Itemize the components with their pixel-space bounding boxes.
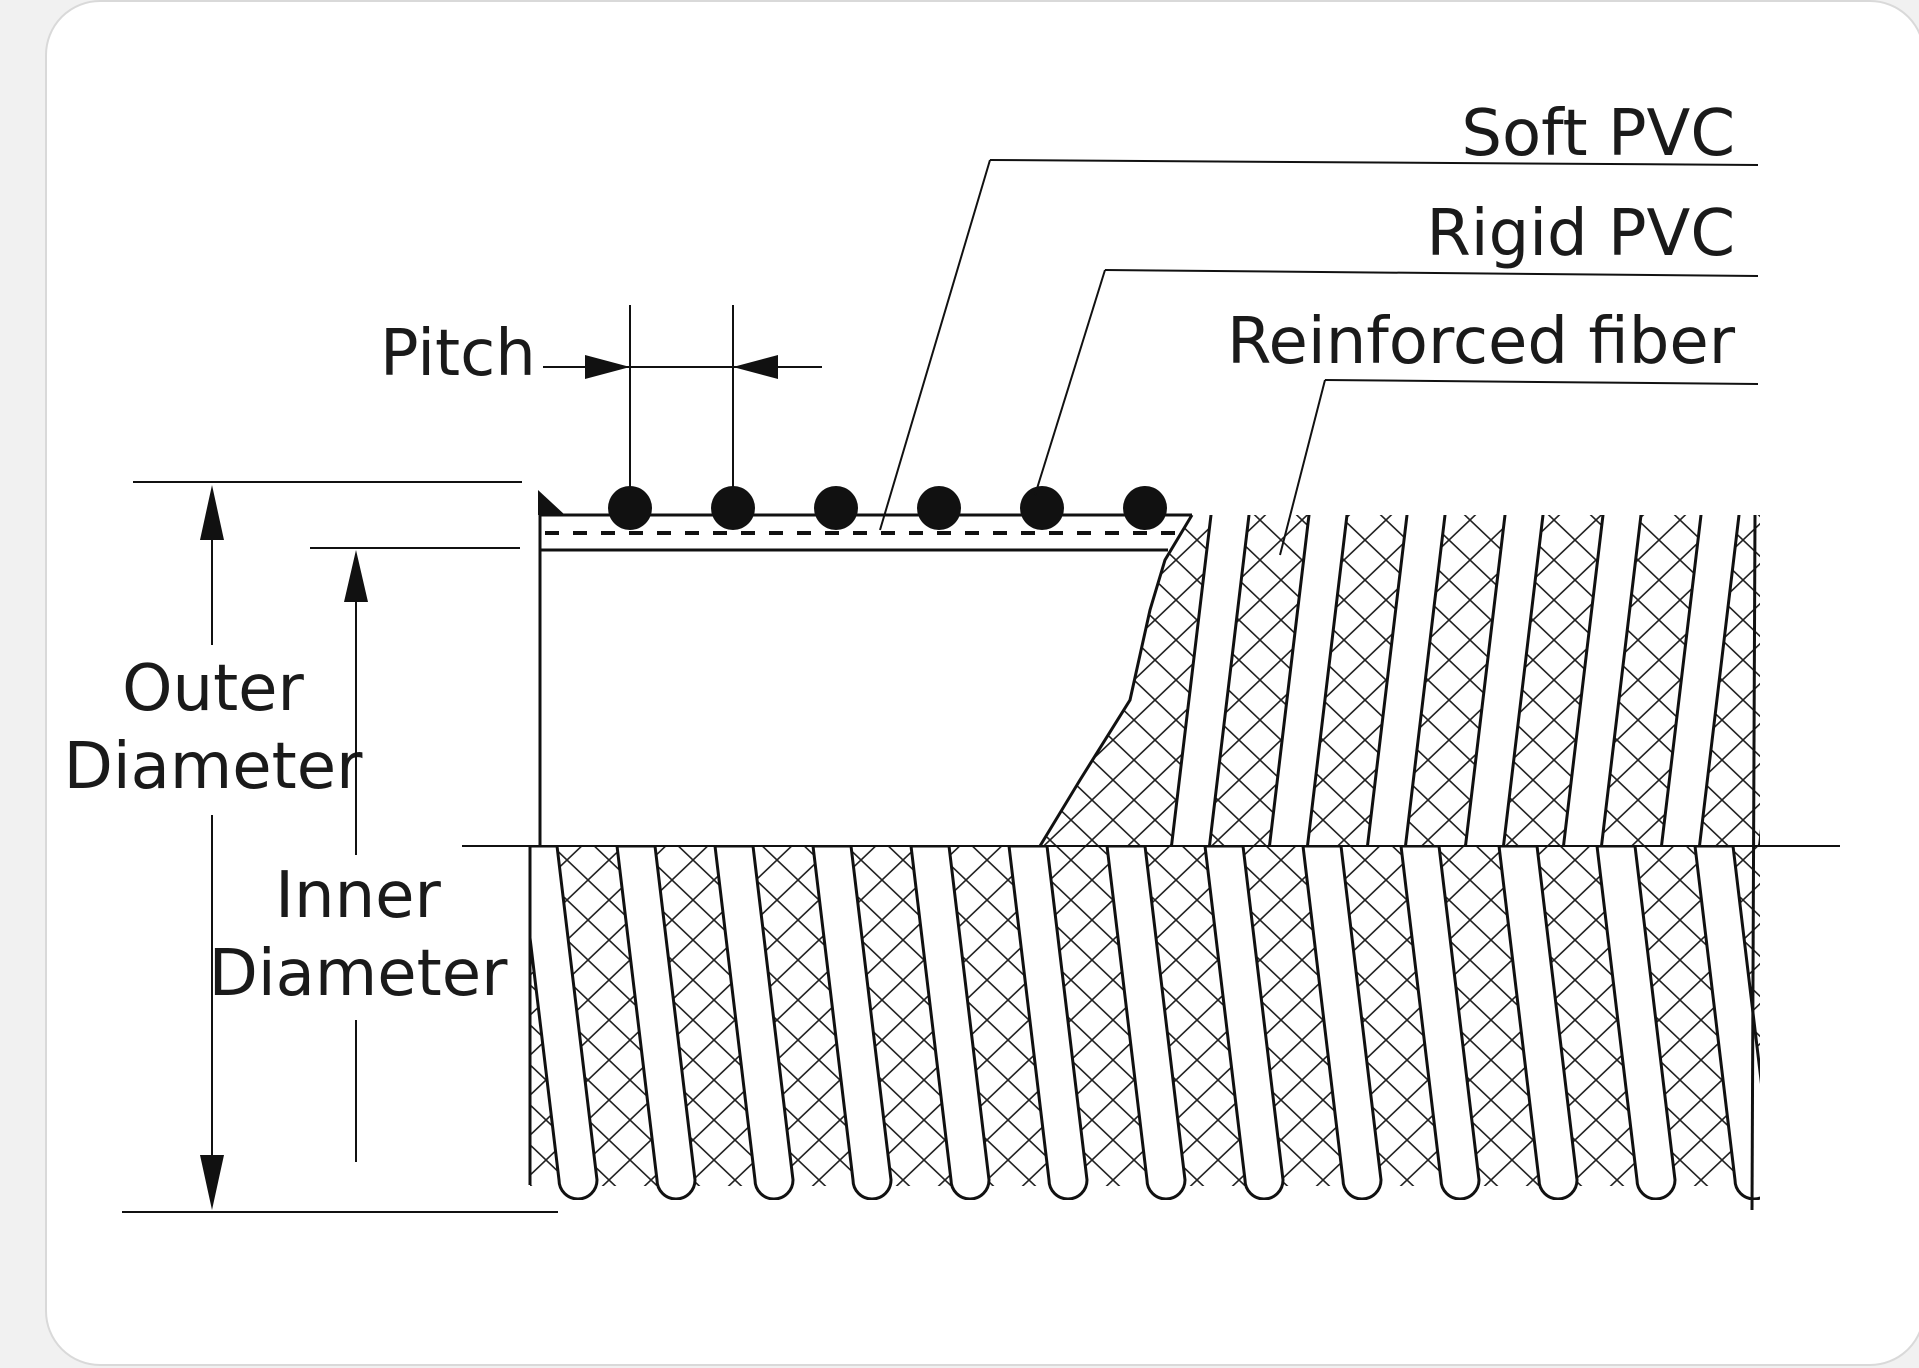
hose-rib: [1857, 496, 1919, 850]
hose-rib: [1365, 515, 1447, 846]
hose-wall-section: [538, 486, 1192, 846]
inner-diameter-dimension: [310, 547, 520, 1162]
hose-rib: [1267, 515, 1349, 846]
hose-rib: [1595, 846, 1677, 1200]
hose-rib: [1203, 846, 1285, 1200]
inner-diameter-label-line1: Inner: [275, 859, 441, 933]
rigid-pvc-bead: [711, 486, 755, 530]
hose-rib: [615, 846, 697, 1200]
hose-rib: [1561, 515, 1643, 846]
hose-rib: [1169, 515, 1251, 846]
hose-rib: [1007, 846, 1089, 1200]
hose-rib: [811, 846, 893, 1200]
hose-rib: [1399, 846, 1481, 1200]
rigid-pvc-bead: [1123, 486, 1167, 530]
rigid-pvc-bead: [814, 486, 858, 530]
rigid-pvc-callout: [1034, 269, 1759, 496]
outer-diameter-label-line2: Diameter: [64, 730, 363, 804]
rigid-pvc-bead: [1020, 486, 1064, 530]
hose-rib: [1659, 515, 1741, 846]
soft-pvc-callout: [879, 159, 1759, 531]
rigid-pvc-bead: [917, 486, 961, 530]
hose-rib: [1693, 846, 1760, 1200]
hose-rib: [713, 846, 795, 1200]
rigid-pvc-label: Rigid PVC: [1426, 197, 1735, 271]
right-end-line: [1750, 514, 1757, 1211]
cutaway-edge: [1038, 514, 1194, 847]
hose-rib: [530, 846, 599, 1200]
hose-rib: [1497, 846, 1579, 1200]
soft-pvc-label: Soft PVC: [1461, 97, 1735, 171]
hose-rib: [1301, 846, 1383, 1200]
inner-diameter-label-line2: Diameter: [209, 937, 508, 1011]
reinforced-fiber-label: Reinforced fiber: [1227, 305, 1736, 379]
hose-rib: [1463, 515, 1545, 846]
hose-rib: [1757, 515, 1760, 846]
outer-diameter-label-line1: Outer: [122, 652, 304, 726]
pitch-dimension: [543, 305, 822, 505]
reinforced-fiber-callout: [1279, 379, 1759, 556]
hose-rib: [909, 846, 991, 1200]
pitch-label: Pitch: [380, 317, 536, 391]
hose-outer-lower: [530, 846, 1760, 1200]
outer-diameter-dimension: [122, 481, 558, 1213]
hose-rib: [1105, 846, 1187, 1200]
rigid-pvc-bead: [608, 486, 652, 530]
